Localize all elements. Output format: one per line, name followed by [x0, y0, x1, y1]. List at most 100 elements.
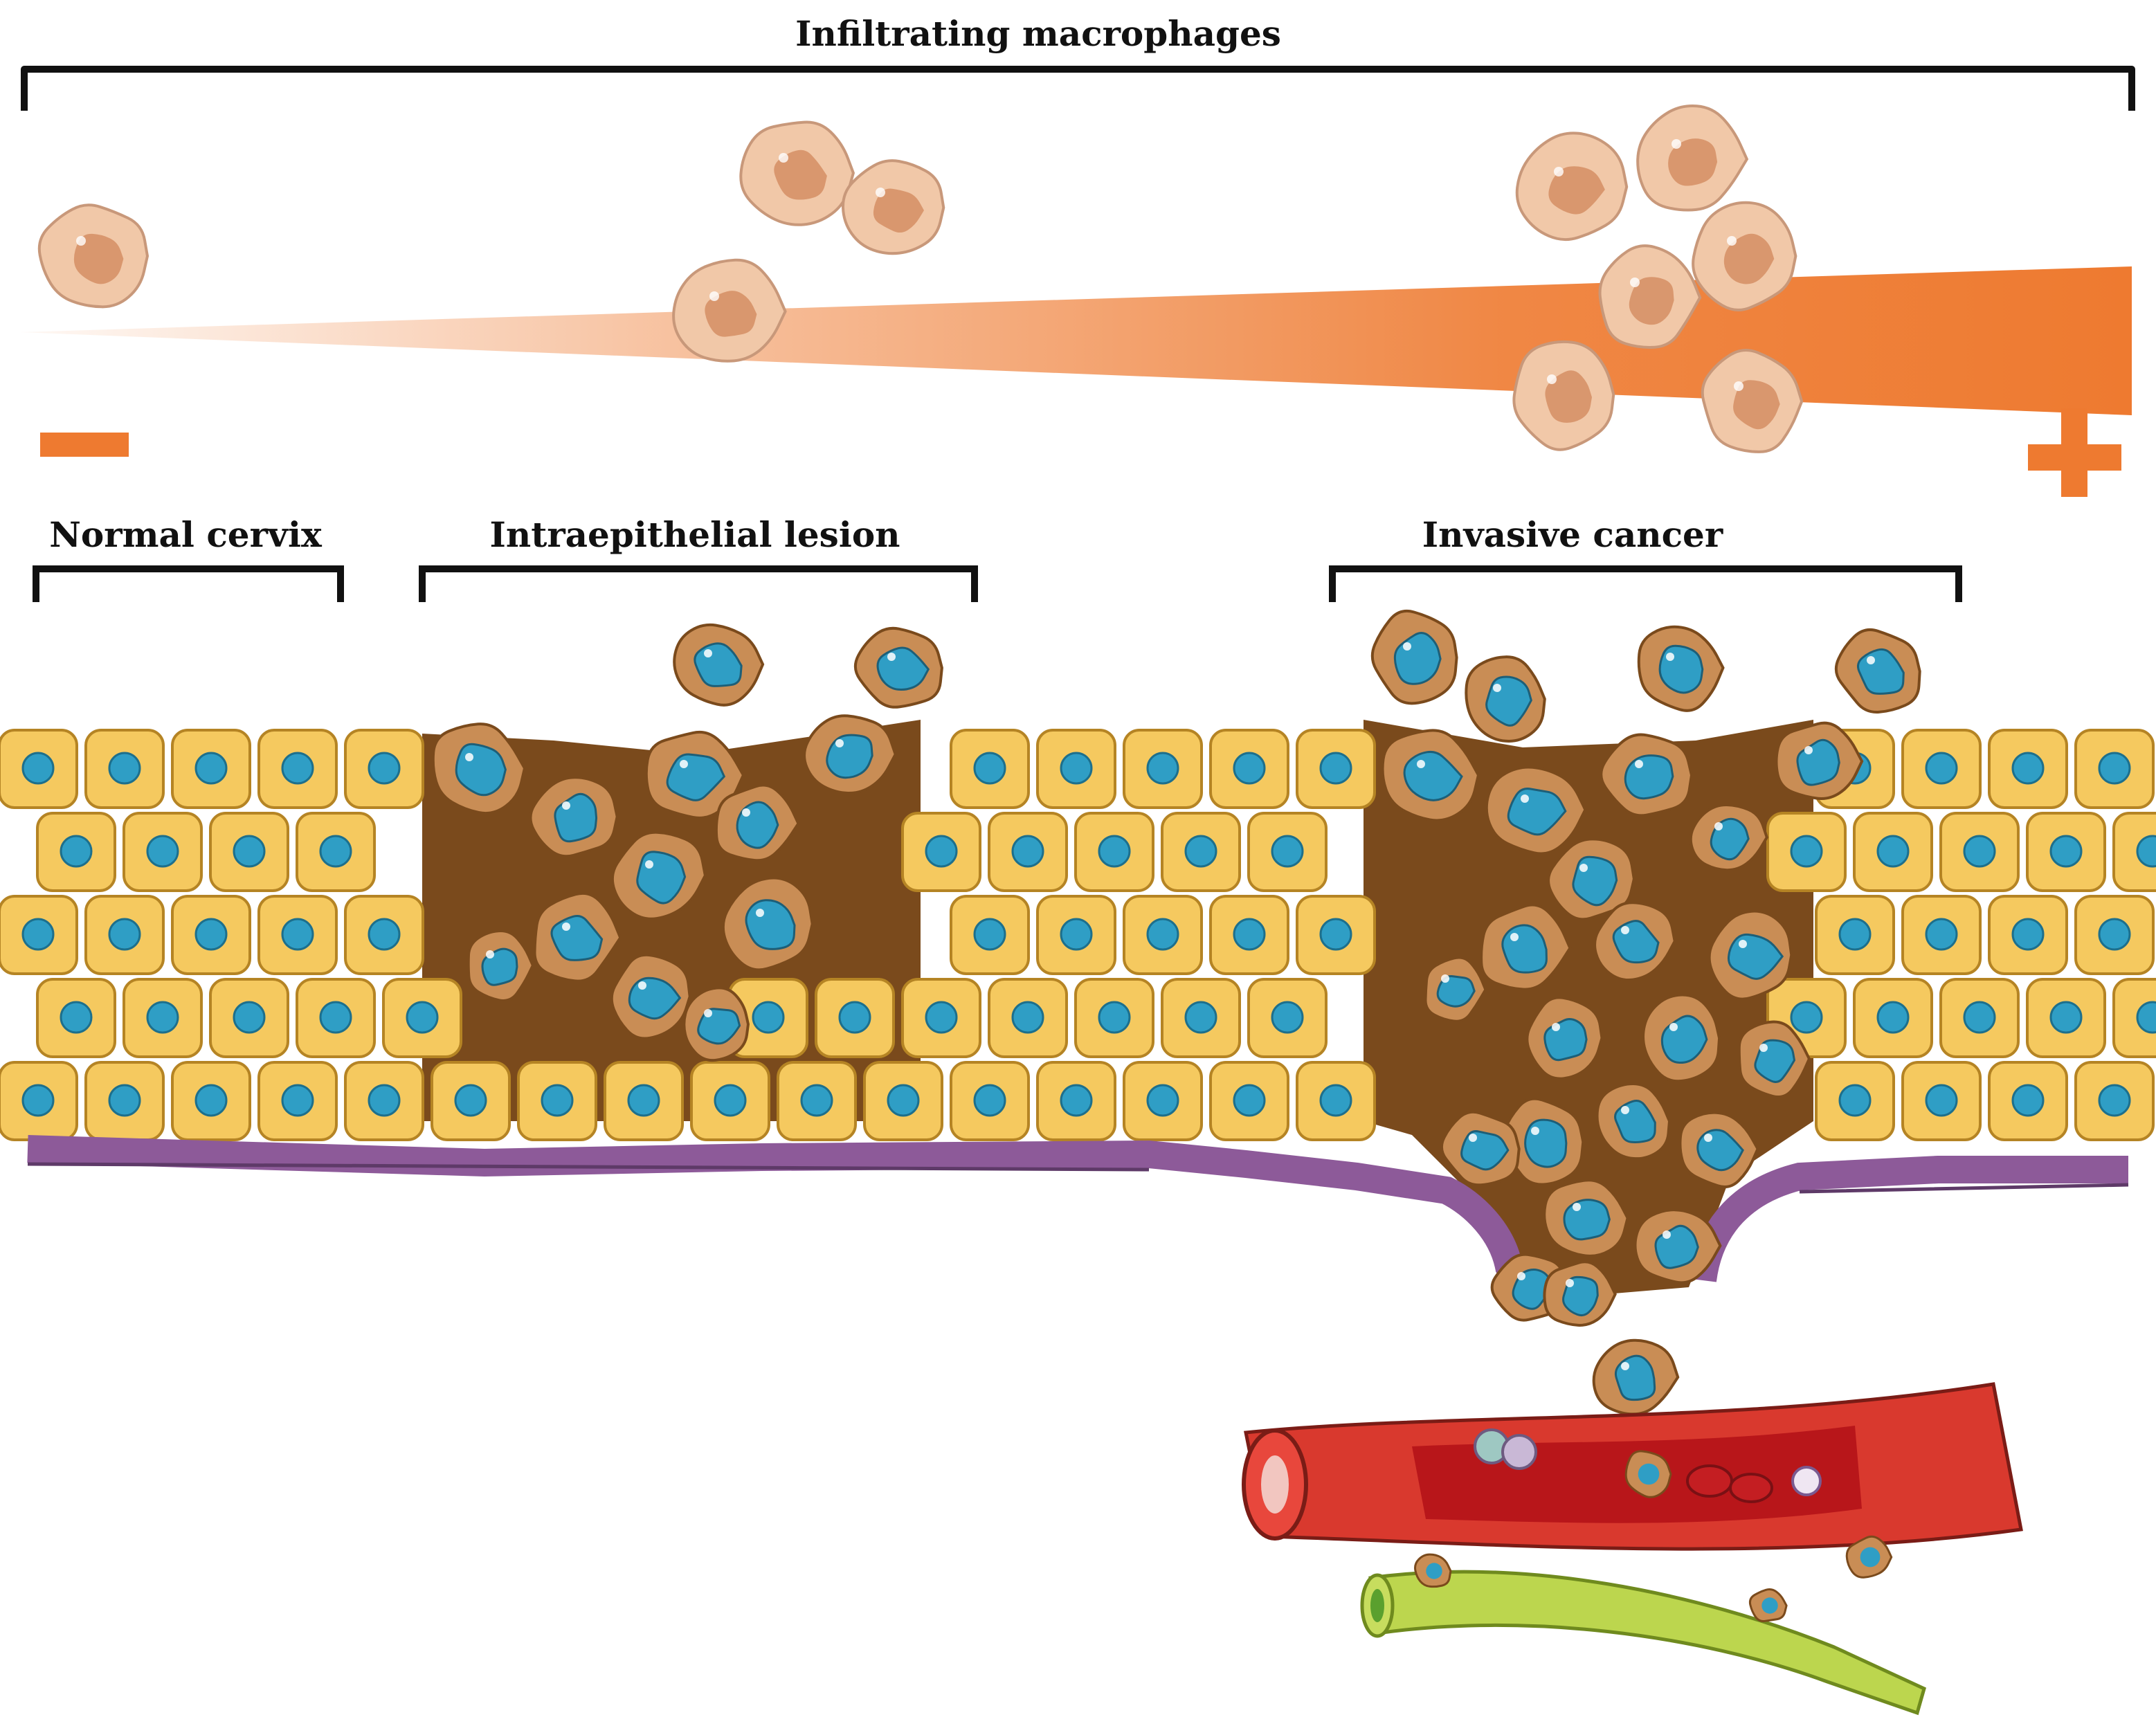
cell-nucleus: [1271, 1001, 1304, 1034]
cell-nucleus: [1184, 835, 1217, 868]
cell-nucleus: [1876, 1001, 1910, 1034]
cell-nucleus: [2011, 918, 2045, 951]
macrophage: [37, 203, 150, 309]
bracket-invasive-cancer: [1329, 565, 1962, 602]
cancer-cell: [1592, 1338, 1680, 1416]
cancer-cell: [431, 723, 527, 815]
cancer-cell: [1637, 625, 1725, 712]
label-normal-cervix: Normal cervix: [49, 514, 322, 555]
cell-nucleus: [281, 1084, 314, 1117]
cancer-cell: [1480, 903, 1572, 991]
cell-nucleus: [1319, 918, 1352, 951]
cancer-cell: [1543, 1260, 1617, 1327]
cell-nucleus: [194, 918, 228, 951]
cancer-cell: [529, 776, 619, 858]
cell-nucleus: [973, 918, 1006, 951]
macrophage: [841, 159, 945, 255]
basement-membrane: [27, 1135, 1534, 1296]
cancer-cell: [1593, 901, 1676, 981]
cell-nucleus: [2136, 835, 2156, 868]
cancer-cell: [1633, 1208, 1722, 1284]
cancer-cell: [466, 929, 535, 1002]
bracket-normal-cervix: [33, 565, 344, 602]
cancer-cell: [1424, 956, 1487, 1023]
cell-nucleus: [194, 1084, 228, 1117]
cancer-cell: [1678, 1111, 1759, 1188]
cancer-cell: [803, 714, 897, 795]
cell-nucleus: [1098, 835, 1131, 868]
macrophage: [1515, 131, 1629, 242]
title-infiltrating-macrophages: Infiltrating macrophages: [795, 13, 1281, 54]
cell-nucleus: [1838, 918, 1872, 951]
cell-nucleus: [1319, 752, 1352, 785]
cell-nucleus: [800, 1084, 833, 1117]
cell-nucleus: [1790, 835, 1823, 868]
cancer-cell: [1707, 909, 1793, 1001]
cell-nucleus: [1925, 1084, 1958, 1117]
bracket-intraepithelial-lesion: [419, 565, 978, 602]
minus-sign: [40, 433, 129, 457]
lymphatic-vessel: [1360, 1570, 1926, 1716]
cell-nucleus: [752, 1001, 785, 1034]
cancer-cell: [1737, 1020, 1811, 1099]
cancer-cell: [1642, 993, 1721, 1083]
cell-nucleus: [454, 1084, 487, 1117]
epithelial-cell: [2112, 978, 2156, 1058]
cell-nucleus: [925, 1001, 958, 1034]
macrophage: [672, 258, 787, 363]
cancer-cell: [721, 876, 814, 972]
cancer-cell: [1440, 1110, 1521, 1187]
cell-nucleus: [146, 1001, 179, 1034]
macrophage: [1636, 104, 1749, 212]
cell-nucleus: [406, 1001, 439, 1034]
cancer-cell: [610, 830, 707, 920]
cell-nucleus: [2011, 752, 2045, 785]
macrophage-cluster: [37, 104, 1804, 453]
cancer-cell: [1543, 1179, 1629, 1257]
cell-nucleus: [1271, 835, 1304, 868]
circulating-tumor-cell: [1845, 1535, 1893, 1579]
cell-nucleus: [887, 1084, 920, 1117]
cell-nucleus: [627, 1084, 660, 1117]
circulating-tumor-cell: [1748, 1588, 1788, 1622]
cell-nucleus: [925, 835, 958, 868]
cell-nucleus: [1876, 835, 1910, 868]
cell-nucleus: [60, 835, 93, 868]
cell-nucleus: [1184, 1001, 1217, 1034]
cell-nucleus: [1925, 752, 1958, 785]
cancer-cell: [673, 623, 765, 707]
circulating-tumor-cells: [1414, 1450, 1893, 1622]
cell-nucleus: [108, 752, 141, 785]
macrophage: [1598, 244, 1702, 349]
title-bracket: [21, 66, 2135, 111]
cell-nucleus: [21, 918, 55, 951]
cell-nucleus: [2098, 1084, 2131, 1117]
cell-nucleus: [1790, 1001, 1823, 1034]
cancer-cell: [1775, 721, 1864, 800]
cell-nucleus: [1925, 918, 1958, 951]
cancer-cell: [1485, 765, 1587, 855]
cancer-cell: [1465, 655, 1546, 743]
cell-nucleus: [319, 1001, 352, 1034]
cancer-cell: [1689, 803, 1768, 872]
cell-nucleus: [1060, 752, 1093, 785]
cell-nucleus: [368, 1084, 401, 1117]
cell-nucleus: [1233, 752, 1266, 785]
cell-nucleus: [2098, 752, 2131, 785]
cell-nucleus: [281, 918, 314, 951]
cell-nucleus: [146, 835, 179, 868]
cell-nucleus: [368, 918, 401, 951]
epithelium-layer: [0, 729, 2156, 1141]
basement-membrane-edge: [27, 1162, 2129, 1194]
cell-nucleus: [2049, 1001, 2083, 1034]
macrophage: [1701, 348, 1804, 453]
cell-nucleus: [1963, 1001, 1996, 1034]
cell-nucleus: [1146, 1084, 1179, 1117]
cell-nucleus: [714, 1084, 747, 1117]
cell-nucleus: [2011, 1084, 2045, 1117]
cell-nucleus: [2136, 1001, 2156, 1034]
cell-nucleus: [1146, 918, 1179, 951]
cell-nucleus: [1838, 1084, 1872, 1117]
cell-nucleus: [1098, 1001, 1131, 1034]
